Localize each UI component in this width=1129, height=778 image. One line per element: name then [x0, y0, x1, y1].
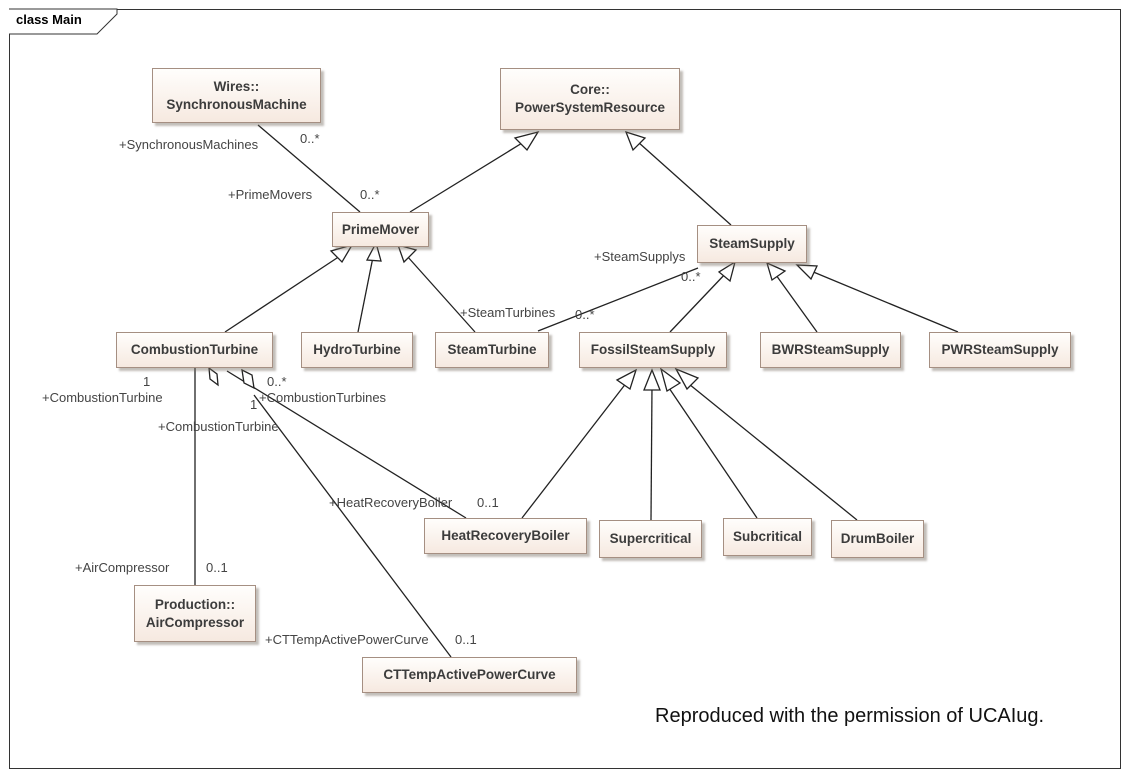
role-label: +SteamTurbines [460, 305, 556, 320]
multiplicity-label: 0..* [267, 374, 287, 389]
gen-subcritical-fossil [666, 384, 758, 519]
multiplicity-label: 0..* [300, 131, 320, 146]
class-bwr-steam-supply[interactable]: BWRSteamSupply [760, 332, 901, 368]
gen-arrowhead [624, 130, 647, 152]
gen-pwr-steamsupply [810, 270, 959, 333]
class-name: PWRSteamSupply [941, 342, 1059, 357]
class-synchronous-machine[interactable]: Wires:: SynchronousMachine [152, 68, 321, 123]
class-ct-temp-active-power-curve[interactable]: CTTempActivePowerCurve [362, 657, 577, 693]
multiplicity-label: 0..1 [206, 560, 228, 575]
gen-arrowhead [643, 368, 661, 391]
multiplicity-label: 0..* [360, 187, 380, 202]
gen-arrowhead [615, 368, 638, 391]
class-namespace: Core:: [570, 82, 610, 97]
multiplicity-label: 0..1 [477, 495, 499, 510]
gen-arrowhead [717, 260, 737, 283]
class-steam-turbine[interactable]: SteamTurbine [435, 332, 549, 368]
class-fossil-steam-supply[interactable]: FossilSteamSupply [579, 332, 727, 368]
class-name: HydroTurbine [313, 342, 401, 357]
role-label: +PrimeMovers [228, 187, 313, 202]
frame-tab [9, 8, 118, 35]
class-hydro-turbine[interactable]: HydroTurbine [301, 332, 413, 368]
class-pwr-steam-supply[interactable]: PWRSteamSupply [929, 332, 1071, 368]
class-name: AirCompressor [145, 614, 245, 630]
assoc-ct-hrb [226, 370, 467, 519]
class-supercritical[interactable]: Supercritical [599, 520, 702, 558]
gen-steamturbine-primemover [406, 255, 476, 333]
multiplicity-label: 1 [250, 397, 258, 412]
gen-arrowhead [765, 261, 787, 282]
assoc-steam-supply-turbine [537, 267, 699, 332]
class-name: SynchronousMachine [166, 96, 307, 112]
diagram-frame [9, 9, 1121, 769]
assoc-sync-prime [257, 124, 361, 213]
class-name: PrimeMover [341, 221, 420, 237]
class-name: Supercritical [609, 531, 692, 546]
gen-arrowhead [365, 241, 382, 262]
class-namespace: Production:: [154, 596, 236, 612]
gen-arrowhead [674, 367, 700, 391]
class-namespace: Wires:: [213, 78, 260, 94]
class-name: Subcritical [732, 529, 803, 544]
gen-arrowhead [659, 367, 682, 393]
gen-arrowhead [513, 130, 540, 152]
gen-hydro-primemover [357, 256, 374, 333]
multiplicity-label: 1 [143, 374, 151, 389]
gen-drumboiler-fossil [683, 379, 858, 521]
gen-hrb-fossil [521, 381, 628, 519]
class-name: BWRSteamSupply [771, 342, 890, 357]
class-name: CombustionTurbine [130, 342, 259, 357]
gen-ct-primemover [224, 255, 341, 333]
multiplicity-label: 0..1 [455, 632, 477, 647]
class-subcritical[interactable]: Subcritical [723, 518, 812, 556]
class-name: CTTempActivePowerCurve [383, 667, 556, 682]
role-label: +HeatRecoveryBoiler [329, 495, 453, 510]
assoc-ct-curve [253, 394, 452, 658]
gen-primemover-psr [409, 139, 528, 213]
gen-arrowhead [396, 244, 418, 264]
class-steam-supply[interactable]: SteamSupply [697, 225, 807, 263]
aggregation-diamond [241, 368, 255, 390]
class-name: DrumBoiler [840, 531, 915, 546]
class-name: SteamSupply [709, 236, 795, 251]
gen-arrowhead [795, 264, 818, 281]
credit-note: Reproduced with the permission of UCAIug… [655, 705, 1045, 727]
aggregation-diamond [208, 366, 219, 387]
class-name: SteamTurbine [447, 342, 537, 357]
class-combustion-turbine[interactable]: CombustionTurbine [116, 332, 273, 368]
role-label: +AirCompressor [75, 560, 170, 575]
gen-bwr-steamsupply [775, 274, 818, 333]
frame-title: class Main [16, 12, 82, 27]
role-label: +CombustionTurbine [42, 390, 163, 405]
role-label: +SteamSupplys [594, 249, 686, 264]
gen-steamsupply-psr [637, 141, 732, 226]
class-power-system-resource[interactable]: Core:: PowerSystemResource [500, 68, 680, 130]
multiplicity-label: 0..* [681, 269, 701, 284]
multiplicity-label: 0..* [575, 307, 595, 322]
class-name: PowerSystemResource [514, 100, 666, 115]
gen-fossil-steamsupply [669, 271, 728, 333]
class-heat-recovery-boiler[interactable]: HeatRecoveryBoiler [424, 518, 587, 554]
gen-arrowhead [329, 243, 354, 264]
role-label: +SynchronousMachines [119, 137, 259, 152]
role-label: +CombustionTurbine [158, 419, 279, 434]
role-label: +CombustionTurbines [259, 390, 387, 405]
class-drum-boiler[interactable]: DrumBoiler [831, 520, 924, 558]
gen-supercritical-fossil [650, 385, 653, 521]
class-name: FossilSteamSupply [590, 342, 716, 357]
class-prime-mover[interactable]: PrimeMover [332, 212, 429, 247]
role-label: +CTTempActivePowerCurve [265, 632, 429, 647]
class-name: HeatRecoveryBoiler [441, 528, 570, 543]
class-air-compressor[interactable]: Production:: AirCompressor [134, 585, 256, 642]
